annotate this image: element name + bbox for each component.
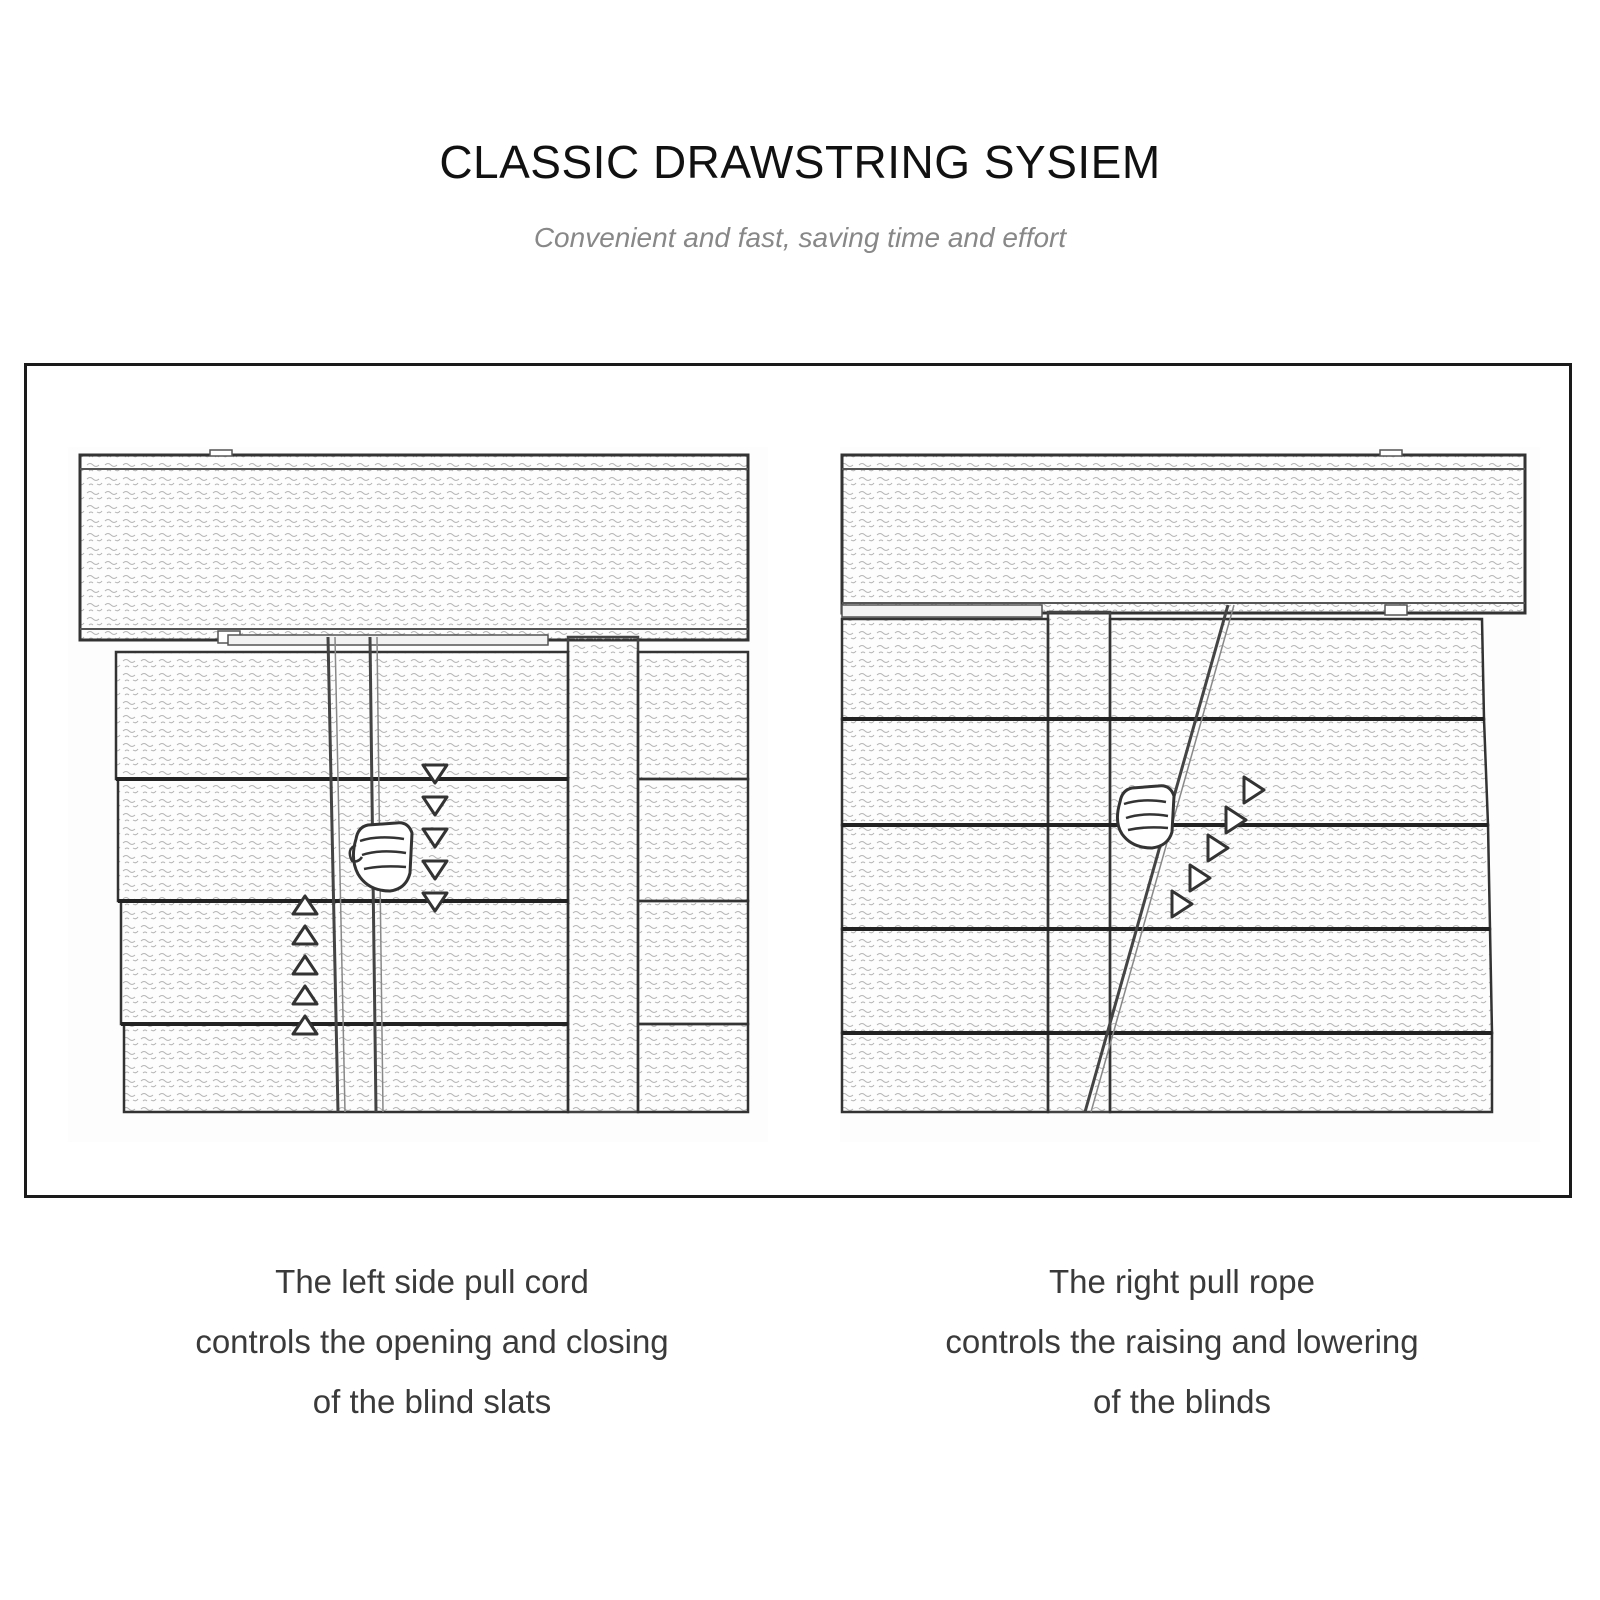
right-caption-line: controls the raising and lowering: [945, 1323, 1419, 1360]
arrow-down-icon: [421, 763, 449, 913]
left-blind-illustration: [68, 447, 768, 1142]
arrow-up-icon: [291, 894, 319, 1036]
headrail: [78, 449, 750, 646]
page-subtitle: Convenient and fast, saving time and eff…: [533, 222, 1067, 253]
ladder-tape: [1046, 610, 1112, 1114]
left-caption-line: The left side pull cord: [275, 1263, 589, 1300]
page-title: CLASSIC DRAWSTRING SYSIEM: [439, 136, 1161, 188]
arrow-diagonal-icon: [1170, 775, 1266, 919]
diagram-frame: [24, 363, 1572, 1198]
right-blind-illustration: [840, 447, 1540, 1142]
left-caption-line: controls the opening and closing: [195, 1323, 669, 1360]
blind-slats: [114, 650, 750, 1114]
right-caption-line: The right pull rope: [1049, 1263, 1315, 1300]
headrail: [840, 449, 1527, 618]
right-caption: The right pull rope controls the raising…: [862, 1252, 1502, 1432]
left-caption: The left side pull cord controls the ope…: [112, 1252, 752, 1432]
fist-icon: [348, 821, 414, 893]
pull-rope: [1083, 604, 1235, 1113]
ladder-tape: [566, 635, 640, 1114]
right-caption-line: of the blinds: [1093, 1383, 1271, 1420]
left-caption-line: of the blind slats: [312, 1383, 552, 1420]
fist-icon: [1115, 784, 1176, 850]
blind-slats: [840, 617, 1494, 1114]
